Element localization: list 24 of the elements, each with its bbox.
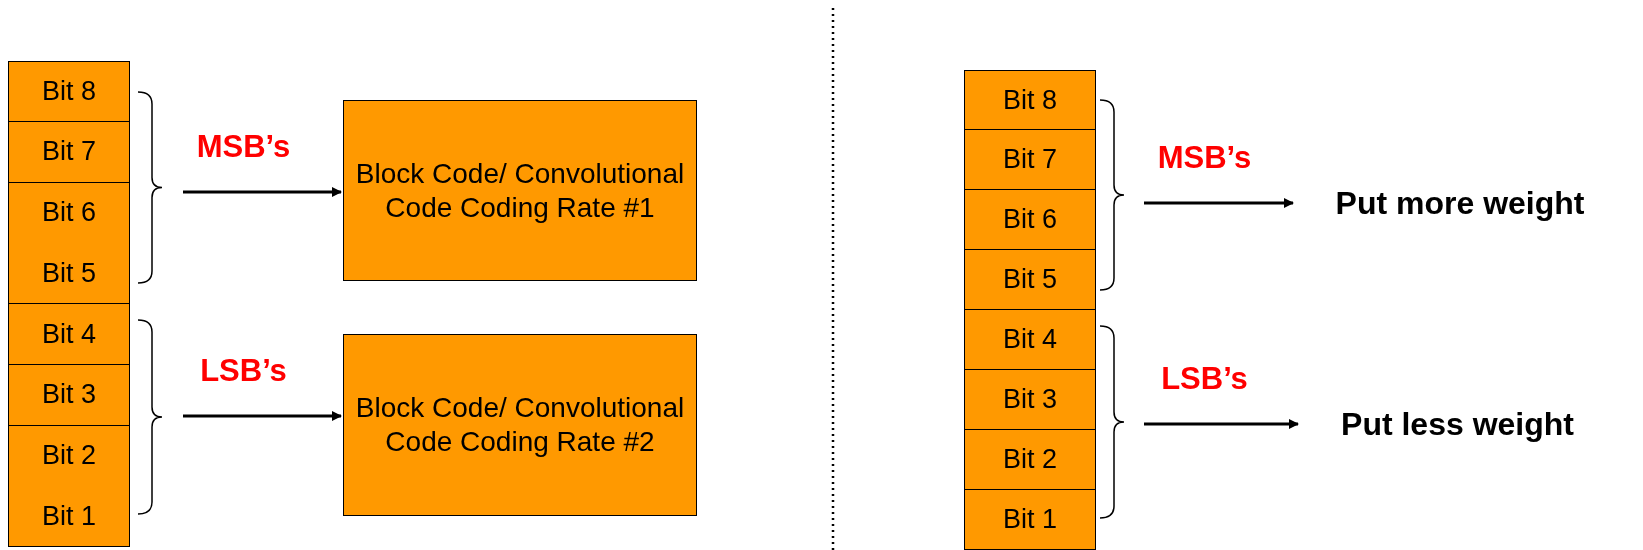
coding-block: Block Code/ Convolutional Code Coding Rate #1 — [343, 100, 697, 281]
result-text: Put less weight — [1300, 401, 1615, 447]
bit-cell: Bit 5 — [8, 243, 130, 305]
bit-cell: Bit 4 — [964, 310, 1096, 370]
bit-cell: Bit 1 — [964, 490, 1096, 550]
bit-cell: Bit 5 — [964, 250, 1096, 310]
bit-cell: Bit 2 — [8, 425, 130, 487]
bit-cell: Bit 7 — [964, 130, 1096, 190]
bit-cell: Bit 6 — [964, 190, 1096, 250]
coding-block: Block Code/ Convolutional Code Coding Rate #2 — [343, 334, 697, 516]
bit-cell: Bit 7 — [8, 121, 130, 183]
arrow — [1144, 198, 1294, 208]
bit-cell: Bit 3 — [8, 364, 130, 426]
bit-cell: Bit 2 — [964, 430, 1096, 490]
bit-cell: Bit 8 — [8, 61, 130, 122]
bit-cell: Bit 8 — [964, 70, 1096, 130]
bit-cell: Bit 6 — [8, 182, 130, 244]
arrow — [183, 187, 342, 197]
arrow — [1144, 419, 1299, 429]
result-text: Put more weight — [1295, 180, 1625, 226]
bit-cell: Bit 4 — [8, 304, 130, 365]
arrow — [183, 411, 342, 421]
bit-cell: Bit 3 — [964, 370, 1096, 430]
bit-cell: Bit 1 — [8, 486, 130, 548]
